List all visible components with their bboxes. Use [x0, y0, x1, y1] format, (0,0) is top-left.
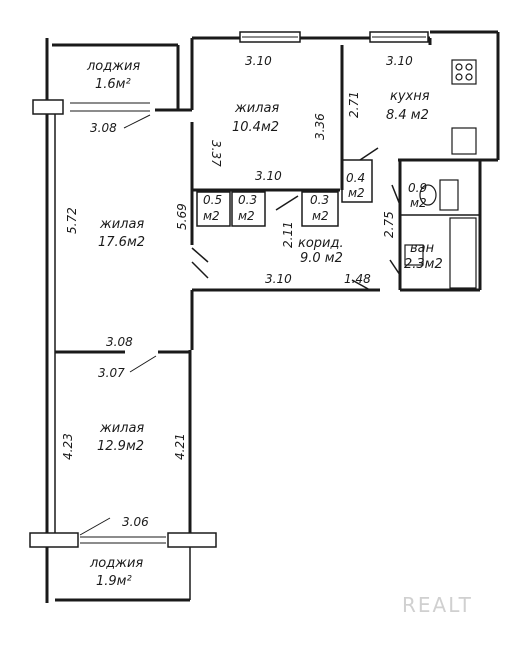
room-area-loggia-top: 1.6м² — [95, 77, 131, 92]
watermark-text: REALT — [402, 593, 473, 617]
room-labels: лоджия 1.6м² жилая 10.4м2 кухня 8.4 м2 ж… — [86, 59, 443, 589]
dim-loggia-top-width: 3.08 — [90, 121, 117, 135]
dim-bottom-living-bottom-width: 3.06 — [122, 515, 149, 529]
fixtures — [404, 59, 477, 289]
dim-wall-segment: 5.69 — [175, 203, 189, 230]
room-area-loggia-bottom: 1.9м² — [96, 574, 132, 589]
room-name-living-big: жилая — [99, 217, 144, 232]
dim-kitchen-depth: 2.71 — [347, 91, 361, 118]
door-swing-wc — [391, 184, 401, 206]
dim-top-living-depth-left: 3.37 — [209, 140, 223, 167]
dim-kitchen-width: 3.10 — [386, 54, 413, 68]
toilet-icon — [419, 184, 437, 206]
closet-2-area-unit: м2 — [238, 209, 255, 223]
bathtub-icon — [449, 217, 477, 289]
room-area-bath: 2.3м2 — [404, 257, 443, 272]
dimension-labels: 3.10 3.10 3.08 3.37 3.36 2.71 3.10 5.72 … — [61, 54, 413, 536]
closet-2-outline — [231, 191, 266, 227]
window-bottom-right — [167, 532, 217, 548]
room-name-loggia-bottom: лоджия — [89, 556, 143, 571]
wc-area-value: 0.9 — [408, 181, 427, 195]
closet-4-outline — [341, 159, 373, 203]
room-name-bath: ван — [410, 241, 435, 256]
room-name-living-top: жилая — [234, 101, 279, 116]
room-area-corridor: 9.0 м2 — [300, 251, 343, 266]
window-left-top — [32, 99, 64, 115]
dim-corridor-step: 1.48 — [344, 272, 371, 286]
closet-3-area-value: 0.3 — [310, 193, 329, 207]
walls — [45, 30, 500, 603]
room-name-loggia-top: лоджия — [86, 59, 140, 74]
wc-area-unit: м2 — [410, 196, 427, 210]
dim-corridor-width: 3.10 — [265, 272, 292, 286]
closet-1-outline — [196, 191, 231, 227]
door-swing-bath — [389, 259, 401, 276]
closet-2-area-value: 0.3 — [238, 193, 257, 207]
closet-1-area-value: 0.5 — [203, 193, 222, 207]
window-bottom-left — [29, 532, 79, 548]
room-area-kitchen: 8.4 м2 — [386, 108, 429, 123]
stove-icon — [451, 59, 477, 85]
door-swing-closet — [275, 195, 299, 211]
dim-corridor-depth: 2.11 — [281, 221, 295, 248]
dim-bottom-living-depth-right: 4.21 — [173, 433, 187, 460]
room-name-living-bottom: жилая — [99, 421, 144, 436]
windows — [29, 31, 429, 548]
door-swing-kitchen — [359, 147, 379, 161]
door-swing-left — [191, 247, 209, 279]
dim-big-living-bottom-width: 3.08 — [106, 335, 133, 349]
bath-sink-icon — [404, 244, 424, 266]
dim-big-living-depth: 5.72 — [65, 207, 79, 234]
dim-top-living-width: 3.10 — [245, 54, 272, 68]
closet-3-area-unit: м2 — [312, 209, 329, 223]
door-swing-step — [351, 279, 371, 291]
dim-bottom-living-top-width: 3.07 — [98, 366, 125, 380]
dim-bottom-living-depth-left: 4.23 — [61, 433, 75, 460]
closet-4-area-unit: м2 — [348, 186, 365, 200]
dim-top-living-depth-right: 3.36 — [313, 113, 327, 140]
wc-tank-icon — [439, 179, 459, 211]
closet-3-outline — [301, 191, 339, 227]
room-name-corridor: корид. — [298, 236, 344, 251]
room-name-kitchen: кухня — [390, 89, 430, 104]
dim-bath-depth: 2.75 — [382, 211, 396, 238]
room-area-living-top: 10.4м2 — [232, 120, 279, 135]
closet-1-area-unit: м2 — [203, 209, 220, 223]
room-area-living-big: 17.6м2 — [98, 235, 145, 250]
dim-top-living-inner-width: 3.10 — [255, 169, 282, 183]
closet-4-area-value: 0.4 — [346, 171, 365, 185]
kitchen-sink-icon — [451, 127, 477, 155]
room-area-living-bottom: 12.9м2 — [97, 439, 144, 454]
